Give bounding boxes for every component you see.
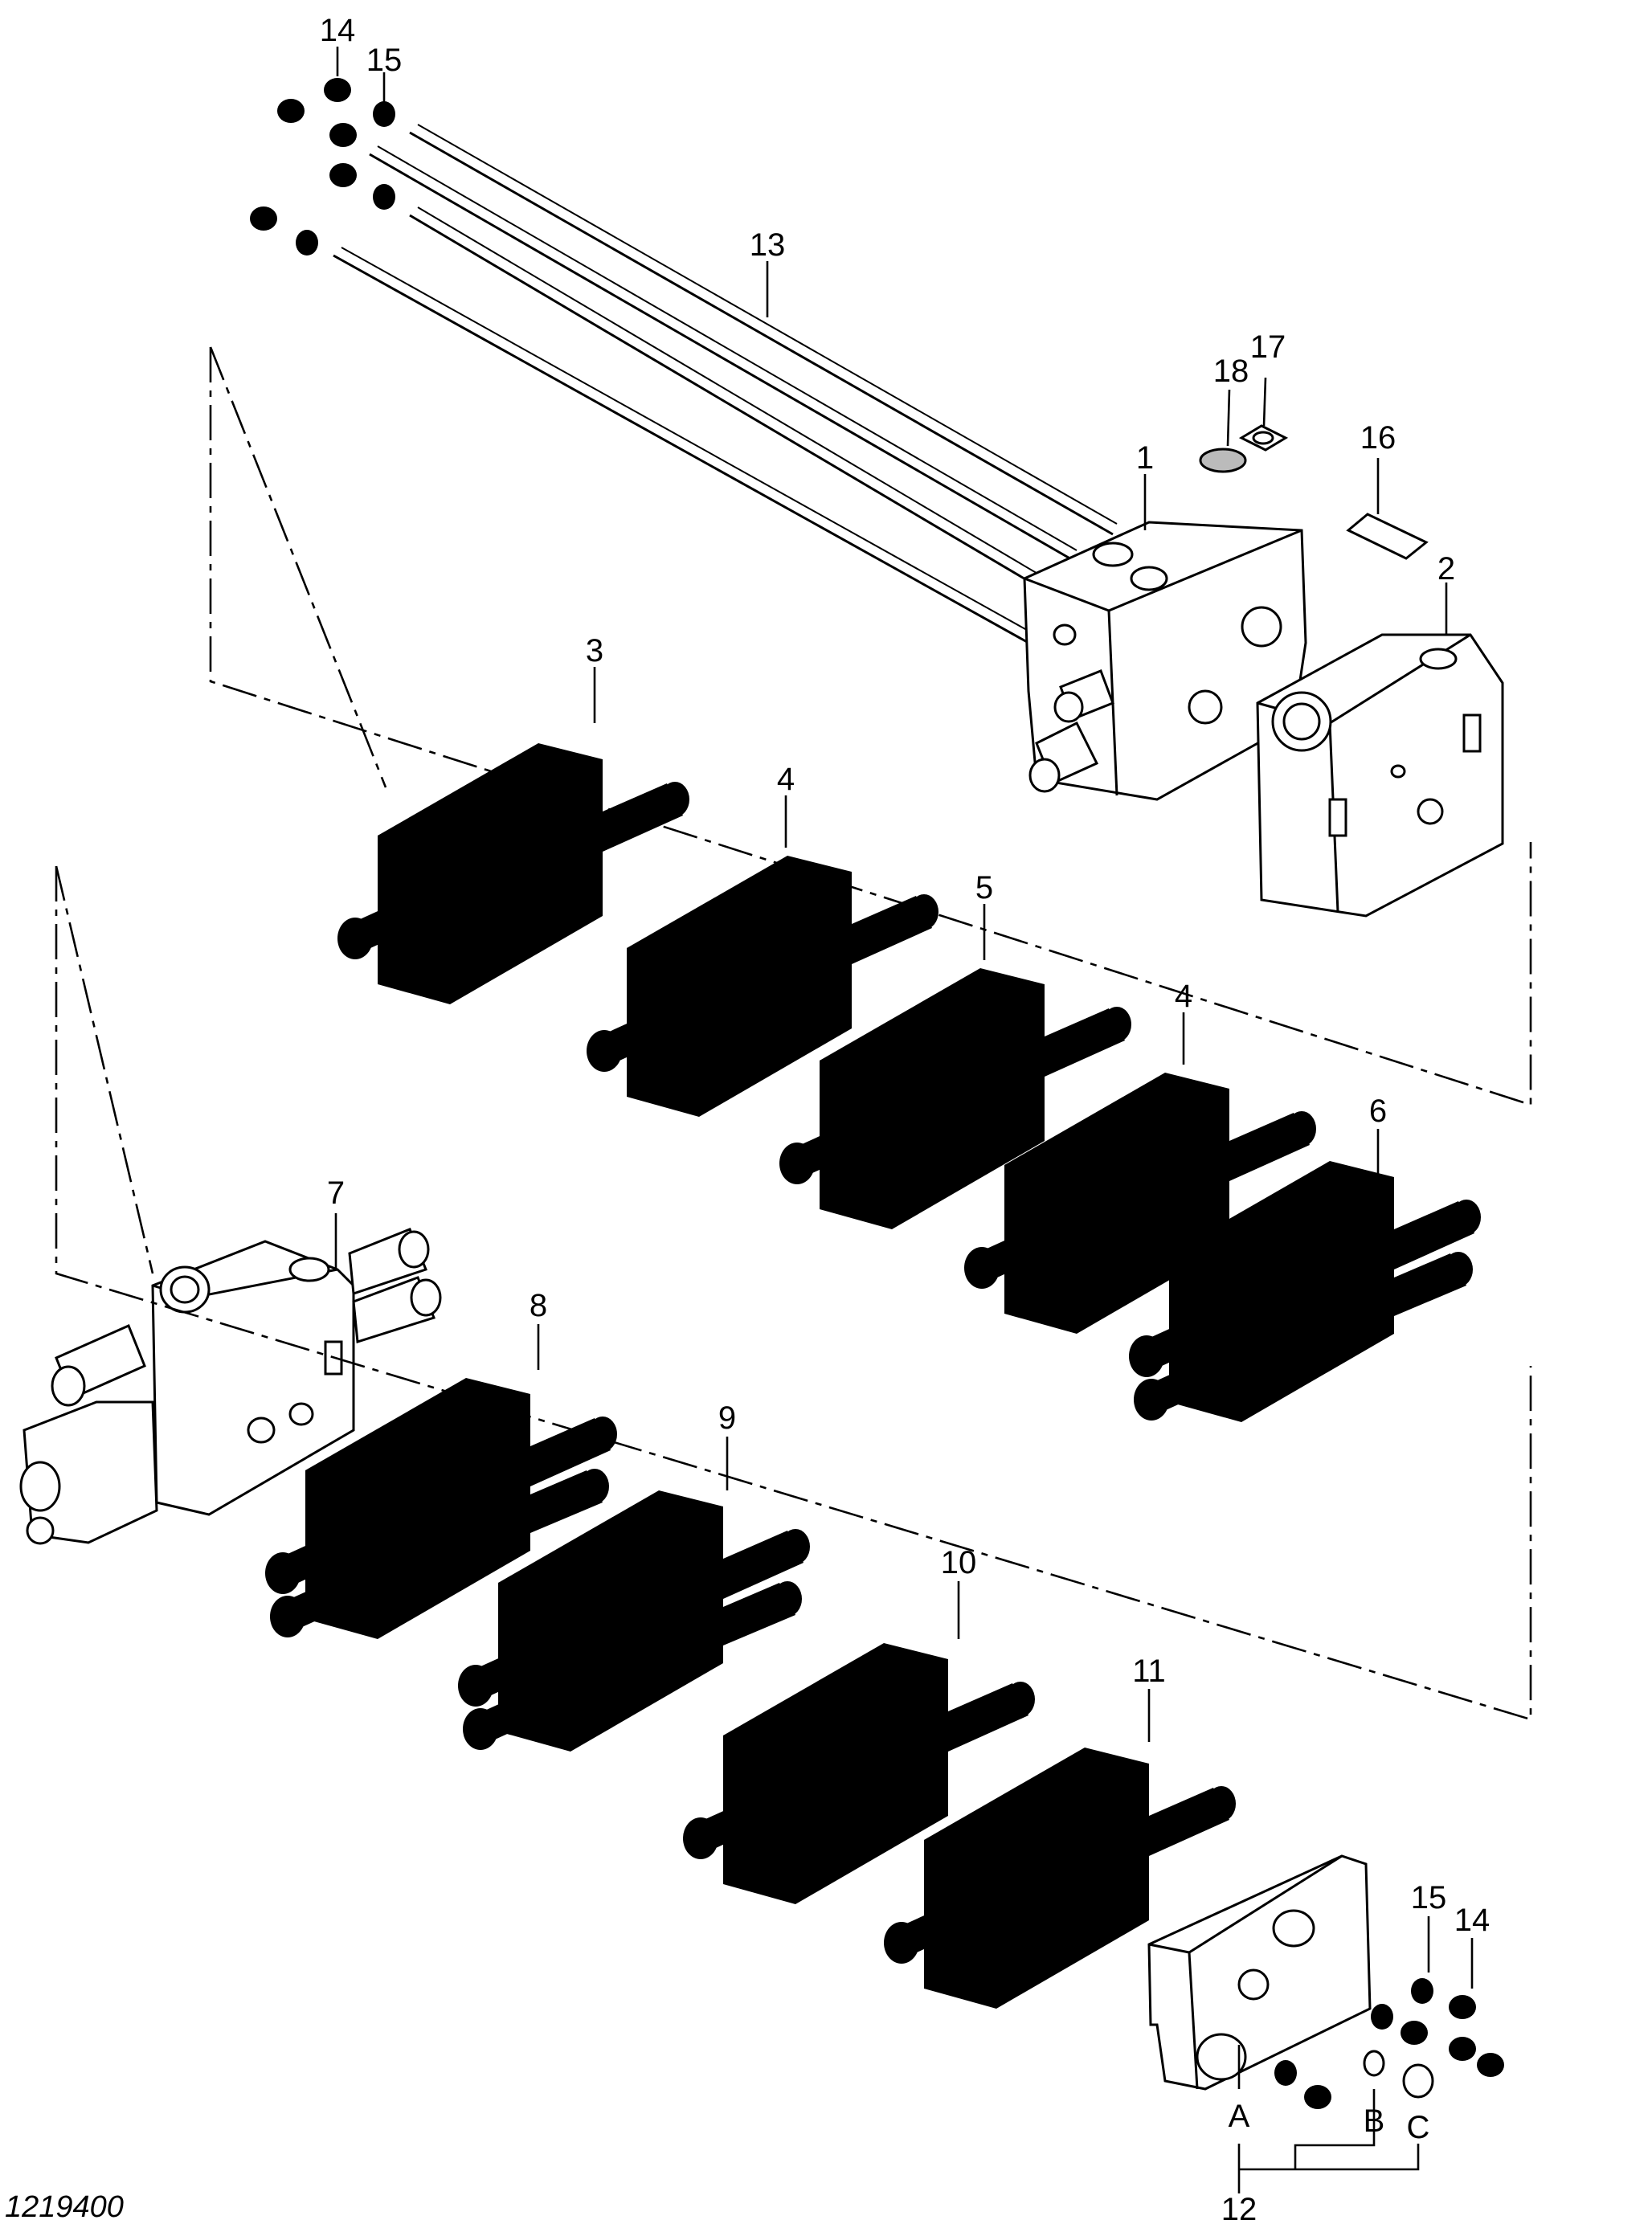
callout-14-bottom: 14 (1454, 1903, 1490, 1938)
section-7 (19, 1228, 442, 1545)
end-section-2 (1256, 633, 1504, 918)
callout-3: 3 (585, 633, 604, 668)
callout-16: 16 (1360, 420, 1396, 456)
inlet-section-1 (1023, 521, 1307, 801)
assembly-dashed-lines (55, 346, 1532, 1721)
callout-15-top: 15 (366, 43, 403, 78)
gasket-18 (1199, 448, 1247, 473)
callout-leaders (334, 47, 1474, 2193)
callout-5: 5 (975, 870, 994, 906)
callout-4-lower: 4 (1174, 979, 1193, 1014)
callout-2: 2 (1437, 551, 1456, 587)
callout-6: 6 (1368, 1094, 1388, 1129)
callout-15-bottom: 15 (1410, 1880, 1447, 1915)
callout-1: 1 (1135, 440, 1155, 476)
callout-9: 9 (718, 1400, 737, 1436)
callout-a: A (1228, 2099, 1250, 2134)
callout-11: 11 (1132, 1654, 1166, 1689)
callout-10: 10 (940, 1545, 977, 1580)
drawing-number: 1219400 (5, 2190, 124, 2224)
callout-12: 12 (1221, 2192, 1257, 2227)
outlet-cover-12 (1147, 1854, 1504, 2109)
tie-rod-set (250, 78, 1118, 644)
callout-14-top: 14 (319, 13, 356, 48)
callout-4-upper: 4 (776, 762, 795, 797)
callout-8: 8 (529, 1288, 548, 1323)
callout-7: 7 (326, 1175, 346, 1211)
callout-13: 13 (749, 227, 786, 263)
callout-17: 17 (1249, 329, 1286, 365)
callout-b: B (1363, 2103, 1385, 2139)
callout-18: 18 (1212, 354, 1249, 389)
callout-c: C (1406, 2110, 1430, 2145)
gasket-16 (1346, 513, 1429, 560)
cover-plate-17 (1238, 424, 1289, 452)
